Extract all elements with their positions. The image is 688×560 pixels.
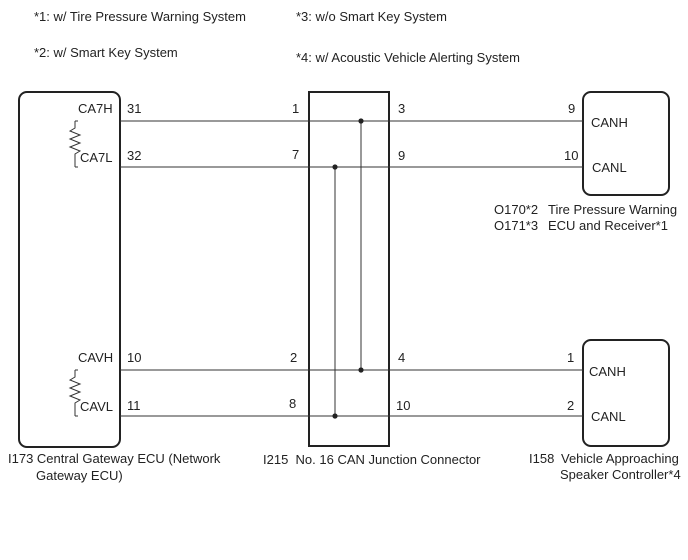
signal-label-cavh: CAVH	[78, 350, 113, 365]
signal-label-speaker-canh: CANH	[589, 364, 626, 379]
signal-label-ca7l: CA7L	[80, 150, 113, 165]
gateway-ecu-caption: I173 Central Gateway ECU (Network	[8, 451, 221, 466]
signal-label-tpms-canl: CANL	[592, 160, 627, 175]
signal-label-cavl: CAVL	[80, 399, 113, 414]
splice-dot	[358, 118, 364, 124]
termination-resistor-lower	[68, 370, 82, 416]
pin-number: 10	[127, 350, 141, 365]
tpms-ecu-box	[582, 91, 670, 196]
pin-number: 4	[398, 350, 405, 365]
junction-caption: I215 No. 16 CAN Junction Connector	[263, 452, 481, 467]
pin-number: 32	[127, 148, 141, 163]
tpms-code-2: O171*3	[494, 218, 538, 233]
speaker-name-2: Speaker Controller*4	[560, 467, 681, 482]
splice-dot	[332, 413, 338, 419]
pin-number: 9	[398, 148, 405, 163]
gateway-ecu-box	[18, 91, 121, 448]
pin-number: 31	[127, 101, 141, 116]
note-4: *4: w/ Acoustic Vehicle Alerting System	[296, 50, 520, 65]
pin-number: 1	[292, 101, 299, 116]
splice-dot	[332, 164, 338, 170]
termination-resistor-upper	[68, 121, 82, 167]
tpms-name-1: Tire Pressure Warning	[548, 202, 677, 217]
pin-number: 11	[127, 398, 141, 413]
pin-number: 8	[289, 396, 296, 411]
speaker-controller-box	[582, 339, 670, 447]
note-3: *3: w/o Smart Key System	[296, 9, 447, 24]
speaker-name-1: Vehicle Approaching	[561, 451, 679, 466]
pin-number: 10	[564, 148, 578, 163]
note-1: *1: w/ Tire Pressure Warning System	[34, 9, 246, 24]
speaker-code: I158	[529, 451, 554, 466]
splice-dot	[358, 367, 364, 373]
signal-label-speaker-canl: CANL	[591, 409, 626, 424]
tpms-name-2: ECU and Receiver*1	[548, 218, 668, 233]
signal-label-ca7h: CA7H	[78, 101, 113, 116]
pin-number: 7	[292, 147, 299, 162]
pin-number: 2	[567, 398, 574, 413]
signal-label-tpms-canh: CANH	[591, 115, 628, 130]
note-2: *2: w/ Smart Key System	[34, 45, 178, 60]
junction-connector-box	[308, 91, 390, 447]
pin-number: 9	[568, 101, 575, 116]
pin-number: 2	[290, 350, 297, 365]
pin-number: 1	[567, 350, 574, 365]
tpms-code-1: O170*2	[494, 202, 538, 217]
gateway-ecu-caption: Gateway ECU)	[36, 468, 123, 483]
pin-number: 3	[398, 101, 405, 116]
pin-number: 10	[396, 398, 410, 413]
